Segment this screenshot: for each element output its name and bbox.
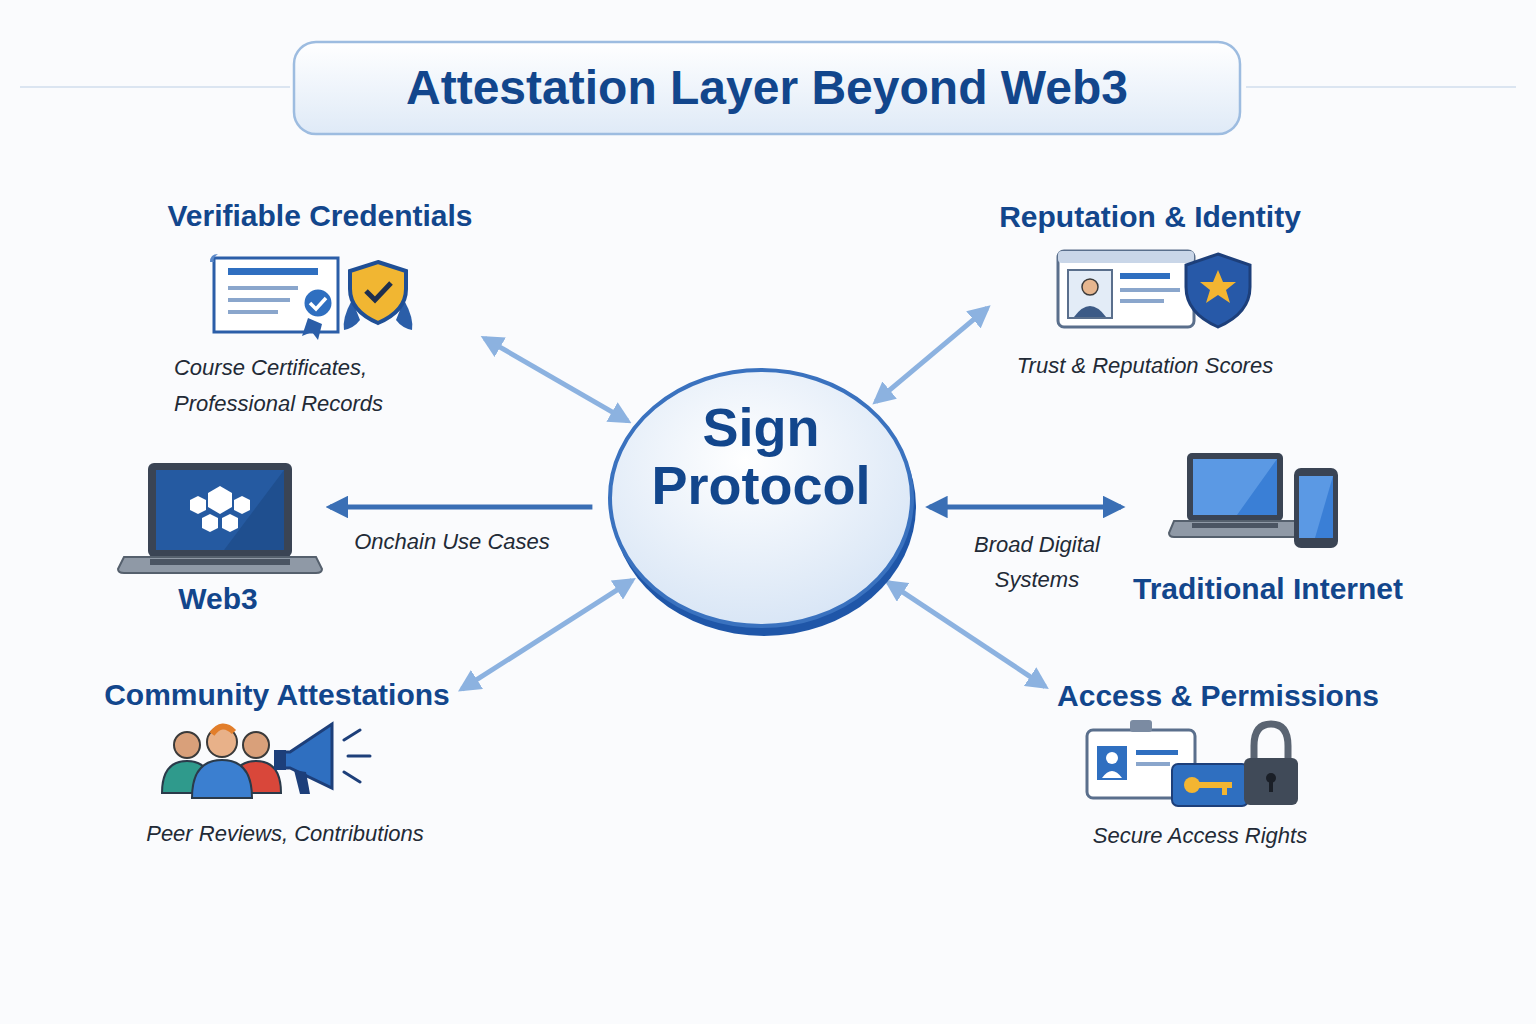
node-heading: Community Attestations bbox=[104, 677, 450, 713]
connector-arrow bbox=[888, 582, 1045, 686]
title-frame bbox=[20, 42, 1516, 134]
connector-arrow bbox=[330, 505, 592, 510]
edge-label: Onchain Use Cases bbox=[351, 529, 553, 555]
node-heading: Reputation & Identity bbox=[999, 199, 1301, 235]
node-heading: Web3 bbox=[178, 581, 257, 617]
diagram-title: Attestation Layer Beyond Web3 bbox=[406, 59, 1128, 117]
community-group: Community AttestationsPeer Reviews, Cont… bbox=[96, 671, 458, 853]
hub-body bbox=[610, 370, 912, 626]
connector-arrow bbox=[462, 580, 632, 689]
access-icon bbox=[1087, 720, 1298, 806]
node-caption: Course Certificates, Professional Record… bbox=[174, 350, 414, 422]
connector-arrow bbox=[930, 505, 1121, 510]
node-heading: Sign Protocol bbox=[636, 398, 886, 514]
web3-group: Web3 bbox=[116, 458, 326, 623]
credential-group: Verifiable CredentialsCourse Certificate… bbox=[159, 192, 480, 428]
node-heading: Access & Permissions bbox=[1057, 678, 1379, 714]
edge-label: Broad Digital Systems bbox=[949, 527, 1125, 597]
laptop-phone-icon bbox=[1169, 453, 1338, 548]
certificate-icon bbox=[210, 254, 412, 340]
access-group: Access & PermissionsSecure Access Rights bbox=[1049, 672, 1387, 855]
id-card-icon bbox=[1058, 251, 1250, 327]
connector-arrow bbox=[485, 338, 628, 421]
internet-group: Traditional Internet bbox=[1125, 448, 1411, 613]
node-caption: Trust & Reputation Scores bbox=[1017, 353, 1273, 379]
connector-arrow bbox=[876, 308, 987, 401]
node-caption: Secure Access Rights bbox=[1093, 823, 1307, 849]
node-caption: Peer Reviews, Contributions bbox=[146, 821, 424, 847]
node-heading: Traditional Internet bbox=[1133, 571, 1403, 607]
laptop-icon bbox=[118, 463, 322, 573]
hub-ellipse: Sign Protocol bbox=[606, 362, 916, 634]
identity-group: Reputation & IdentityTrust & Reputation … bbox=[991, 193, 1309, 385]
node-heading: Verifiable Credentials bbox=[167, 198, 472, 234]
people-megaphone-icon bbox=[162, 724, 370, 798]
